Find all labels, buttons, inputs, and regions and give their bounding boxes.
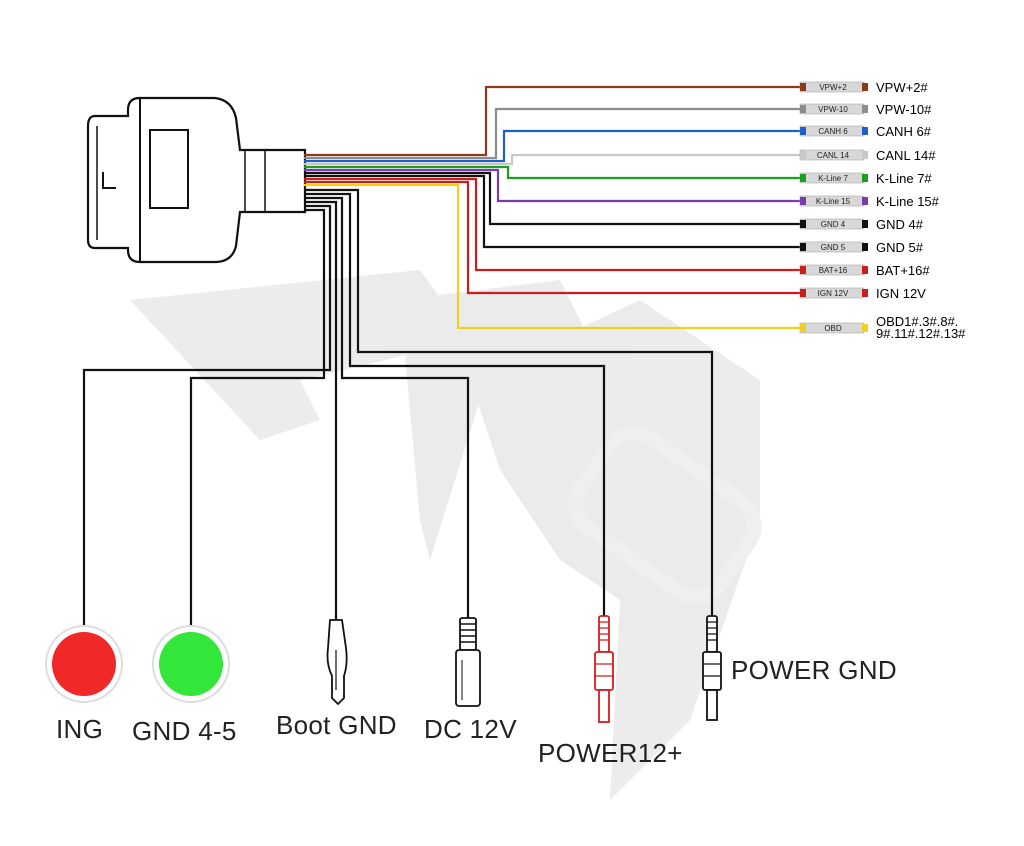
pin-tag-cap <box>800 266 806 274</box>
label-gnd45: GND 4-5 <box>132 716 237 746</box>
pin-wire <box>304 171 800 226</box>
ing-led-terminal <box>45 625 123 703</box>
pin-tag-text: VPW+2 <box>819 83 847 92</box>
pin-tag-cap <box>800 83 806 91</box>
pin-tag-text: K-Line 7 <box>818 174 848 183</box>
alligator-clip-icon <box>326 619 348 706</box>
pin-label: IGN 12V <box>876 286 926 301</box>
pin-label: GND 4# <box>876 217 924 232</box>
pin-label: VPW+2# <box>876 80 928 95</box>
pin-tag-cap <box>800 243 806 251</box>
obd-connector <box>86 96 307 264</box>
pin-tag-text: GND 4 <box>821 220 846 229</box>
pin-tag-cap <box>800 105 806 113</box>
pin-tag-text: BAT+16 <box>819 266 848 275</box>
gnd45-led-icon <box>159 632 223 696</box>
pin-wire <box>304 168 800 203</box>
pin-tag-text: CANH 6 <box>818 127 848 136</box>
pin-tag-text: IGN 12V <box>818 289 849 298</box>
pin-wire <box>304 177 800 272</box>
pin-tag-cap <box>862 266 868 274</box>
pin-label: CANH 6# <box>876 124 932 139</box>
pin-wire <box>304 165 800 180</box>
pin-tag-cap <box>862 83 868 91</box>
pin-label: OBD1#.3#.8#. <box>876 314 958 329</box>
power12-plug-icon <box>594 615 614 723</box>
wire-dc12v <box>304 196 470 620</box>
pin-wire <box>304 153 800 166</box>
pin-label: K-Line 7# <box>876 171 932 186</box>
pin-tag-text: K-Line 15 <box>816 197 851 206</box>
pin-tag-cap <box>862 220 868 228</box>
pin-tag-cap <box>800 127 806 135</box>
pin-tag-text: CANL 14 <box>817 151 850 160</box>
pin-tag-cap <box>800 324 806 332</box>
terminal-wires <box>82 188 714 625</box>
pin-tag-cap <box>862 151 868 159</box>
wire-power12 <box>304 192 606 618</box>
pin-tag-cap <box>862 127 868 135</box>
pin-tags: VPW+2 VPW+2# VPW-10 VPW-10# CANH 6 CANH 6# CAN… <box>799 80 966 341</box>
watermark-logo <box>130 270 762 800</box>
dc-barrel-plug-icon <box>455 617 481 707</box>
pin-tag-cap <box>862 289 868 297</box>
label-dc12v: DC 12V <box>424 714 517 744</box>
label-boot-gnd: Boot GND <box>276 710 397 740</box>
pin-tag-cap <box>800 151 806 159</box>
label-ing: ING <box>56 714 103 744</box>
ing-led-icon <box>52 632 116 696</box>
wire-boot-gnd <box>304 200 338 620</box>
pin-tag-cap <box>862 174 868 182</box>
pin-wire <box>304 180 800 295</box>
pin-tag-cap <box>862 197 868 205</box>
wire-gnd45 <box>189 208 326 625</box>
pin-wire <box>304 129 800 163</box>
pin-label: VPW-10# <box>876 102 932 117</box>
pin-tag-cap <box>800 289 806 297</box>
pin-label: BAT+16# <box>876 263 930 278</box>
pin-tag-cap <box>800 197 806 205</box>
label-power12: POWER12+ <box>538 738 683 768</box>
gnd45-led-terminal <box>152 625 230 703</box>
pin-tag-cap <box>800 174 806 182</box>
pin-label: K-Line 15# <box>876 194 940 209</box>
wire-power-gnd <box>304 188 714 618</box>
pin-tag-cap <box>862 243 868 251</box>
pin-label: CANL 14# <box>876 148 936 163</box>
pin-wire <box>304 85 800 157</box>
pin-tag-cap <box>862 105 868 113</box>
pin-tag-cap <box>862 324 868 332</box>
power-gnd-plug-icon <box>702 615 722 721</box>
pin-tag-text: OBD <box>824 324 842 333</box>
pin-tag-text: VPW-10 <box>818 105 848 114</box>
pin-tag-text: GND 5 <box>821 243 846 252</box>
pin-wire <box>304 107 800 160</box>
pin-wire <box>304 174 800 249</box>
pin-wires <box>304 85 800 330</box>
pin-label: 9#.11#.12#.13# <box>876 326 966 341</box>
label-power-gnd: POWER GND <box>731 655 897 685</box>
pin-label: GND 5# <box>876 240 924 255</box>
pin-wire <box>304 183 800 330</box>
wire-ing <box>82 204 332 625</box>
pin-tag-cap <box>800 220 806 228</box>
